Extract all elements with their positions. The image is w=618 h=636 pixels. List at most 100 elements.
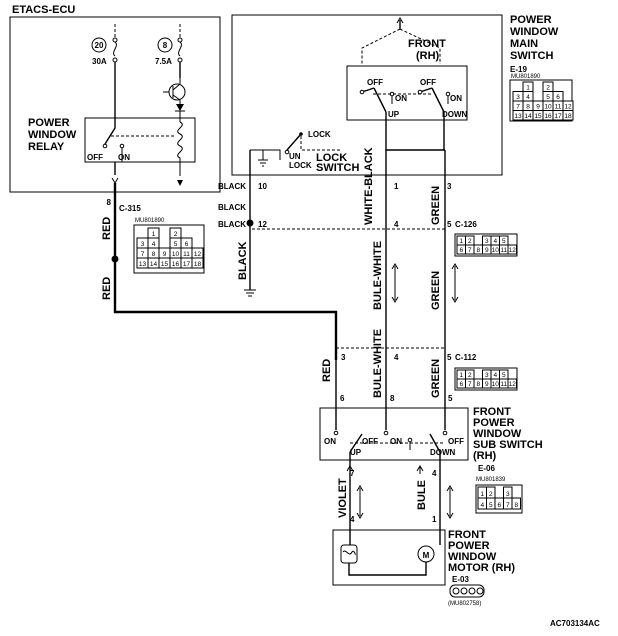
pin-5-c126: 5 <box>447 220 452 229</box>
grid-e06-pin-label: 2 <box>489 491 493 498</box>
grid-main-pin-label: 7 <box>516 104 520 111</box>
grid-c112-pin-label: 5 <box>502 372 506 379</box>
lock-short-label: LOCK <box>289 161 312 170</box>
grid-c315-pin-label: 1 <box>152 231 156 238</box>
svg-text:M: M <box>423 551 430 560</box>
pin-8-c315: 8 <box>107 198 112 207</box>
grid-main-pin-label: 17 <box>554 113 562 120</box>
ecu-title: ETACS-ECU <box>12 4 75 16</box>
pin-8-sub: 8 <box>390 394 395 403</box>
pin-5-c112: 5 <box>447 353 452 362</box>
grid-c112-pin-label: 3 <box>485 372 489 379</box>
grid-c112-pin-label: 6 <box>459 381 463 388</box>
sub-on-2: ON <box>390 437 402 446</box>
motor-pin <box>468 587 476 595</box>
grid-c112-pin-label: 1 <box>459 372 463 379</box>
wire-bule-white-2: BULE-WHITE <box>372 329 384 398</box>
fuse-20-badge <box>91 37 107 53</box>
fuse-8-element <box>178 41 182 57</box>
grid-main-pin-label: 14 <box>524 113 532 120</box>
conn-c315-label: C-315 <box>119 204 141 213</box>
grid-c126-pin-label: 11 <box>500 247 507 254</box>
black-label-vertical: BLACK <box>237 241 249 280</box>
main-switch-code: E-19 <box>510 65 527 74</box>
grid-main-pin-label: 2 <box>546 85 550 92</box>
grid-main-pin-label: 11 <box>555 104 562 111</box>
grid-main-pin-label: 9 <box>536 104 540 111</box>
grid-e06-pin-label: 4 <box>480 502 484 509</box>
c315-part: MU801890 <box>135 218 165 224</box>
lock-switch-contact <box>286 133 302 151</box>
grid-c112-pin <box>507 378 517 389</box>
black-splice <box>246 219 254 227</box>
black-label-1: BLACK <box>218 182 246 191</box>
grid-main-pin-label: 15 <box>534 113 542 120</box>
arrow-4 <box>446 485 454 519</box>
grid-c126-pin-label: 9 <box>485 247 489 254</box>
grid-c315-pin-label: 17 <box>183 261 191 268</box>
main-switch-label-4: SWITCH <box>510 50 553 62</box>
grid-c315-pin-label: 14 <box>150 261 158 268</box>
relay-box <box>84 117 196 163</box>
grid-c315-pin-label: 6 <box>185 241 189 248</box>
grid-main-pin <box>562 110 574 121</box>
conn-c126-label: C-126 <box>455 220 477 229</box>
grid-c315-pin-label: 10 <box>172 251 180 258</box>
arrow-1 <box>391 263 399 303</box>
fuse-8-num: 8 <box>163 41 168 50</box>
grid-c315-pin-label: 18 <box>194 261 202 268</box>
grid-e06-pin-label: 5 <box>489 502 493 509</box>
grid-c126-pin-label: 1 <box>459 238 463 245</box>
wire-red-2: RED <box>101 277 113 300</box>
grid-c126-pin-label: 5 <box>502 238 506 245</box>
grid-c126-pin-label: 7 <box>468 247 472 254</box>
grid-c126-pin-label: 2 <box>468 238 472 245</box>
wire-red-1: RED <box>101 217 113 240</box>
fuse-8-amp: 7.5A <box>155 57 172 66</box>
diode-symbol <box>176 104 184 111</box>
grid-c112-pin-label: 7 <box>468 381 472 388</box>
black-label-2: BLACK <box>218 203 246 212</box>
grid-e06-pin-label: 7 <box>506 502 510 509</box>
pin-5-sub: 5 <box>448 394 453 403</box>
sub-switch-part: MU801839 <box>476 477 506 483</box>
grid-c315-pin-label: 12 <box>194 251 202 258</box>
motor-label-3: WINDOW <box>448 551 497 563</box>
grid-c315-pin-label: 5 <box>174 241 178 248</box>
grid-c126-pin-label: 4 <box>493 238 497 245</box>
wire-violet: VIOLET <box>337 478 349 518</box>
red-splice <box>111 255 119 263</box>
wire-red-3: RED <box>321 359 333 382</box>
relay-contact <box>104 118 116 145</box>
grid-main-pin-label: 10 <box>544 104 552 111</box>
grid-main-pin-label: 18 <box>564 113 572 120</box>
grid-c315-pin-label: 8 <box>152 251 156 258</box>
motor-label-4: MOTOR (RH) <box>448 562 515 574</box>
sub-off-2: OFF <box>448 437 464 446</box>
grid-c126-pin-label: 12 <box>509 247 517 254</box>
grid-c126-pin <box>507 244 517 255</box>
motor-part: (MU802758) <box>448 601 481 607</box>
main-on-1: ON <box>395 94 407 103</box>
grid-main-pin-label: 4 <box>526 94 530 101</box>
sub-switch-box <box>319 407 469 461</box>
relay-on: ON <box>118 153 130 162</box>
grid-c126-pin-label: 6 <box>459 247 463 254</box>
pin-4-sub: 4 <box>432 469 437 478</box>
relay-label-1: POWER <box>28 117 70 129</box>
fuse-20-amp: 30A <box>92 57 107 66</box>
motor-pin <box>460 587 468 595</box>
red-wire-main <box>113 183 338 360</box>
wire-green-3: GREEN <box>430 359 442 398</box>
grid-main-pin-label: 13 <box>514 113 522 120</box>
pin-4-c112: 4 <box>394 353 399 362</box>
sub-down: DOWN <box>430 448 456 457</box>
grid-e06-pin-label: 8 <box>514 502 518 509</box>
front-rh-switch <box>346 65 468 121</box>
relay-label-2: WINDOW <box>28 129 77 141</box>
front-rh-1: FRONT <box>408 38 446 50</box>
grid-c315-pin-label: 9 <box>163 251 167 258</box>
